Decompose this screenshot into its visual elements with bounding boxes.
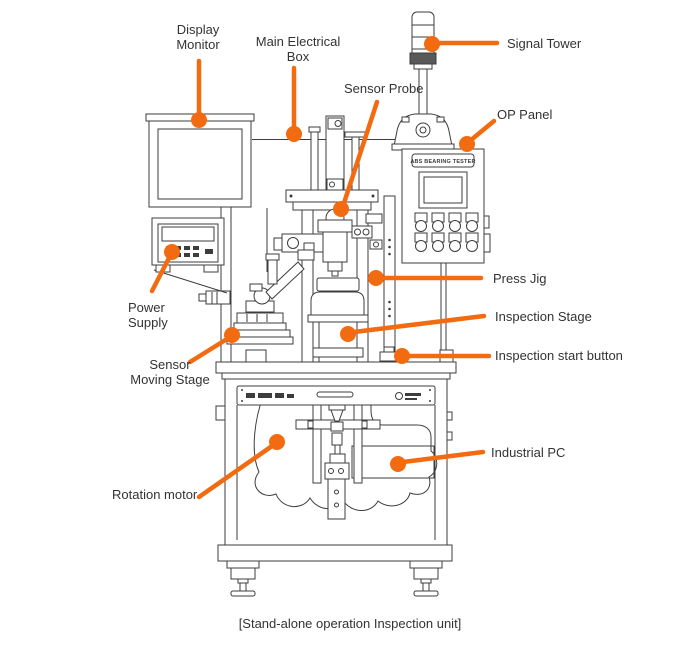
- label-inspection-stage: Inspection Stage: [495, 309, 592, 324]
- label-power-supply: Power Supply: [128, 300, 168, 330]
- label-press-jig: Press Jig: [493, 271, 547, 286]
- display-monitor-drawing: [145, 113, 255, 208]
- leader-sensor-probe: [333, 99, 380, 217]
- label-sensor-moving-stage: Sensor Moving Stage: [130, 357, 210, 387]
- label-sensor-probe: Sensor Probe: [344, 81, 424, 96]
- press-unit-drawing: [273, 115, 396, 363]
- sensor-moving-stage-drawing: [198, 242, 315, 345]
- leader-main-electrical-box: [286, 65, 302, 142]
- label-display-monitor: Display Monitor: [176, 22, 220, 52]
- leader-inspection-stage: [340, 313, 487, 342]
- leader-press-jig: [368, 270, 484, 286]
- label-industrial-pc: Industrial PC: [491, 445, 566, 460]
- label-main-electrical-box: Main Electrical Box: [255, 34, 341, 64]
- base-feet-drawing: [217, 544, 453, 597]
- leader-inspection-start-button: [394, 348, 492, 364]
- leader-power-supply: [149, 244, 180, 294]
- label-inspection-start-button: Inspection start button: [495, 348, 623, 363]
- leader-industrial-pc: [390, 449, 486, 472]
- label-rotation-motor: Rotation motor: [112, 487, 198, 502]
- diagram-caption: [Stand-alone operation Inspection unit]: [238, 616, 462, 631]
- industrial-pc-drawing: [351, 445, 435, 479]
- op-panel-drawing: ABS BEARING TESTER: [401, 148, 491, 362]
- leader-signal-tower: [424, 36, 500, 52]
- leader-rotation-motor: [196, 434, 285, 500]
- leader-display-monitor: [191, 58, 207, 128]
- power-supply-drawing: [151, 217, 228, 294]
- leader-annotations: [149, 36, 500, 500]
- leader-sensor-moving-stage: [187, 327, 240, 365]
- leader-op-panel: [459, 118, 497, 152]
- label-op-panel: OP Panel: [497, 107, 553, 122]
- table-drawing: [215, 346, 457, 380]
- signal-tower-drawing: [391, 11, 455, 151]
- label-signal-tower: Signal Tower: [507, 36, 582, 51]
- op-panel-title: ABS BEARING TESTER: [410, 159, 475, 165]
